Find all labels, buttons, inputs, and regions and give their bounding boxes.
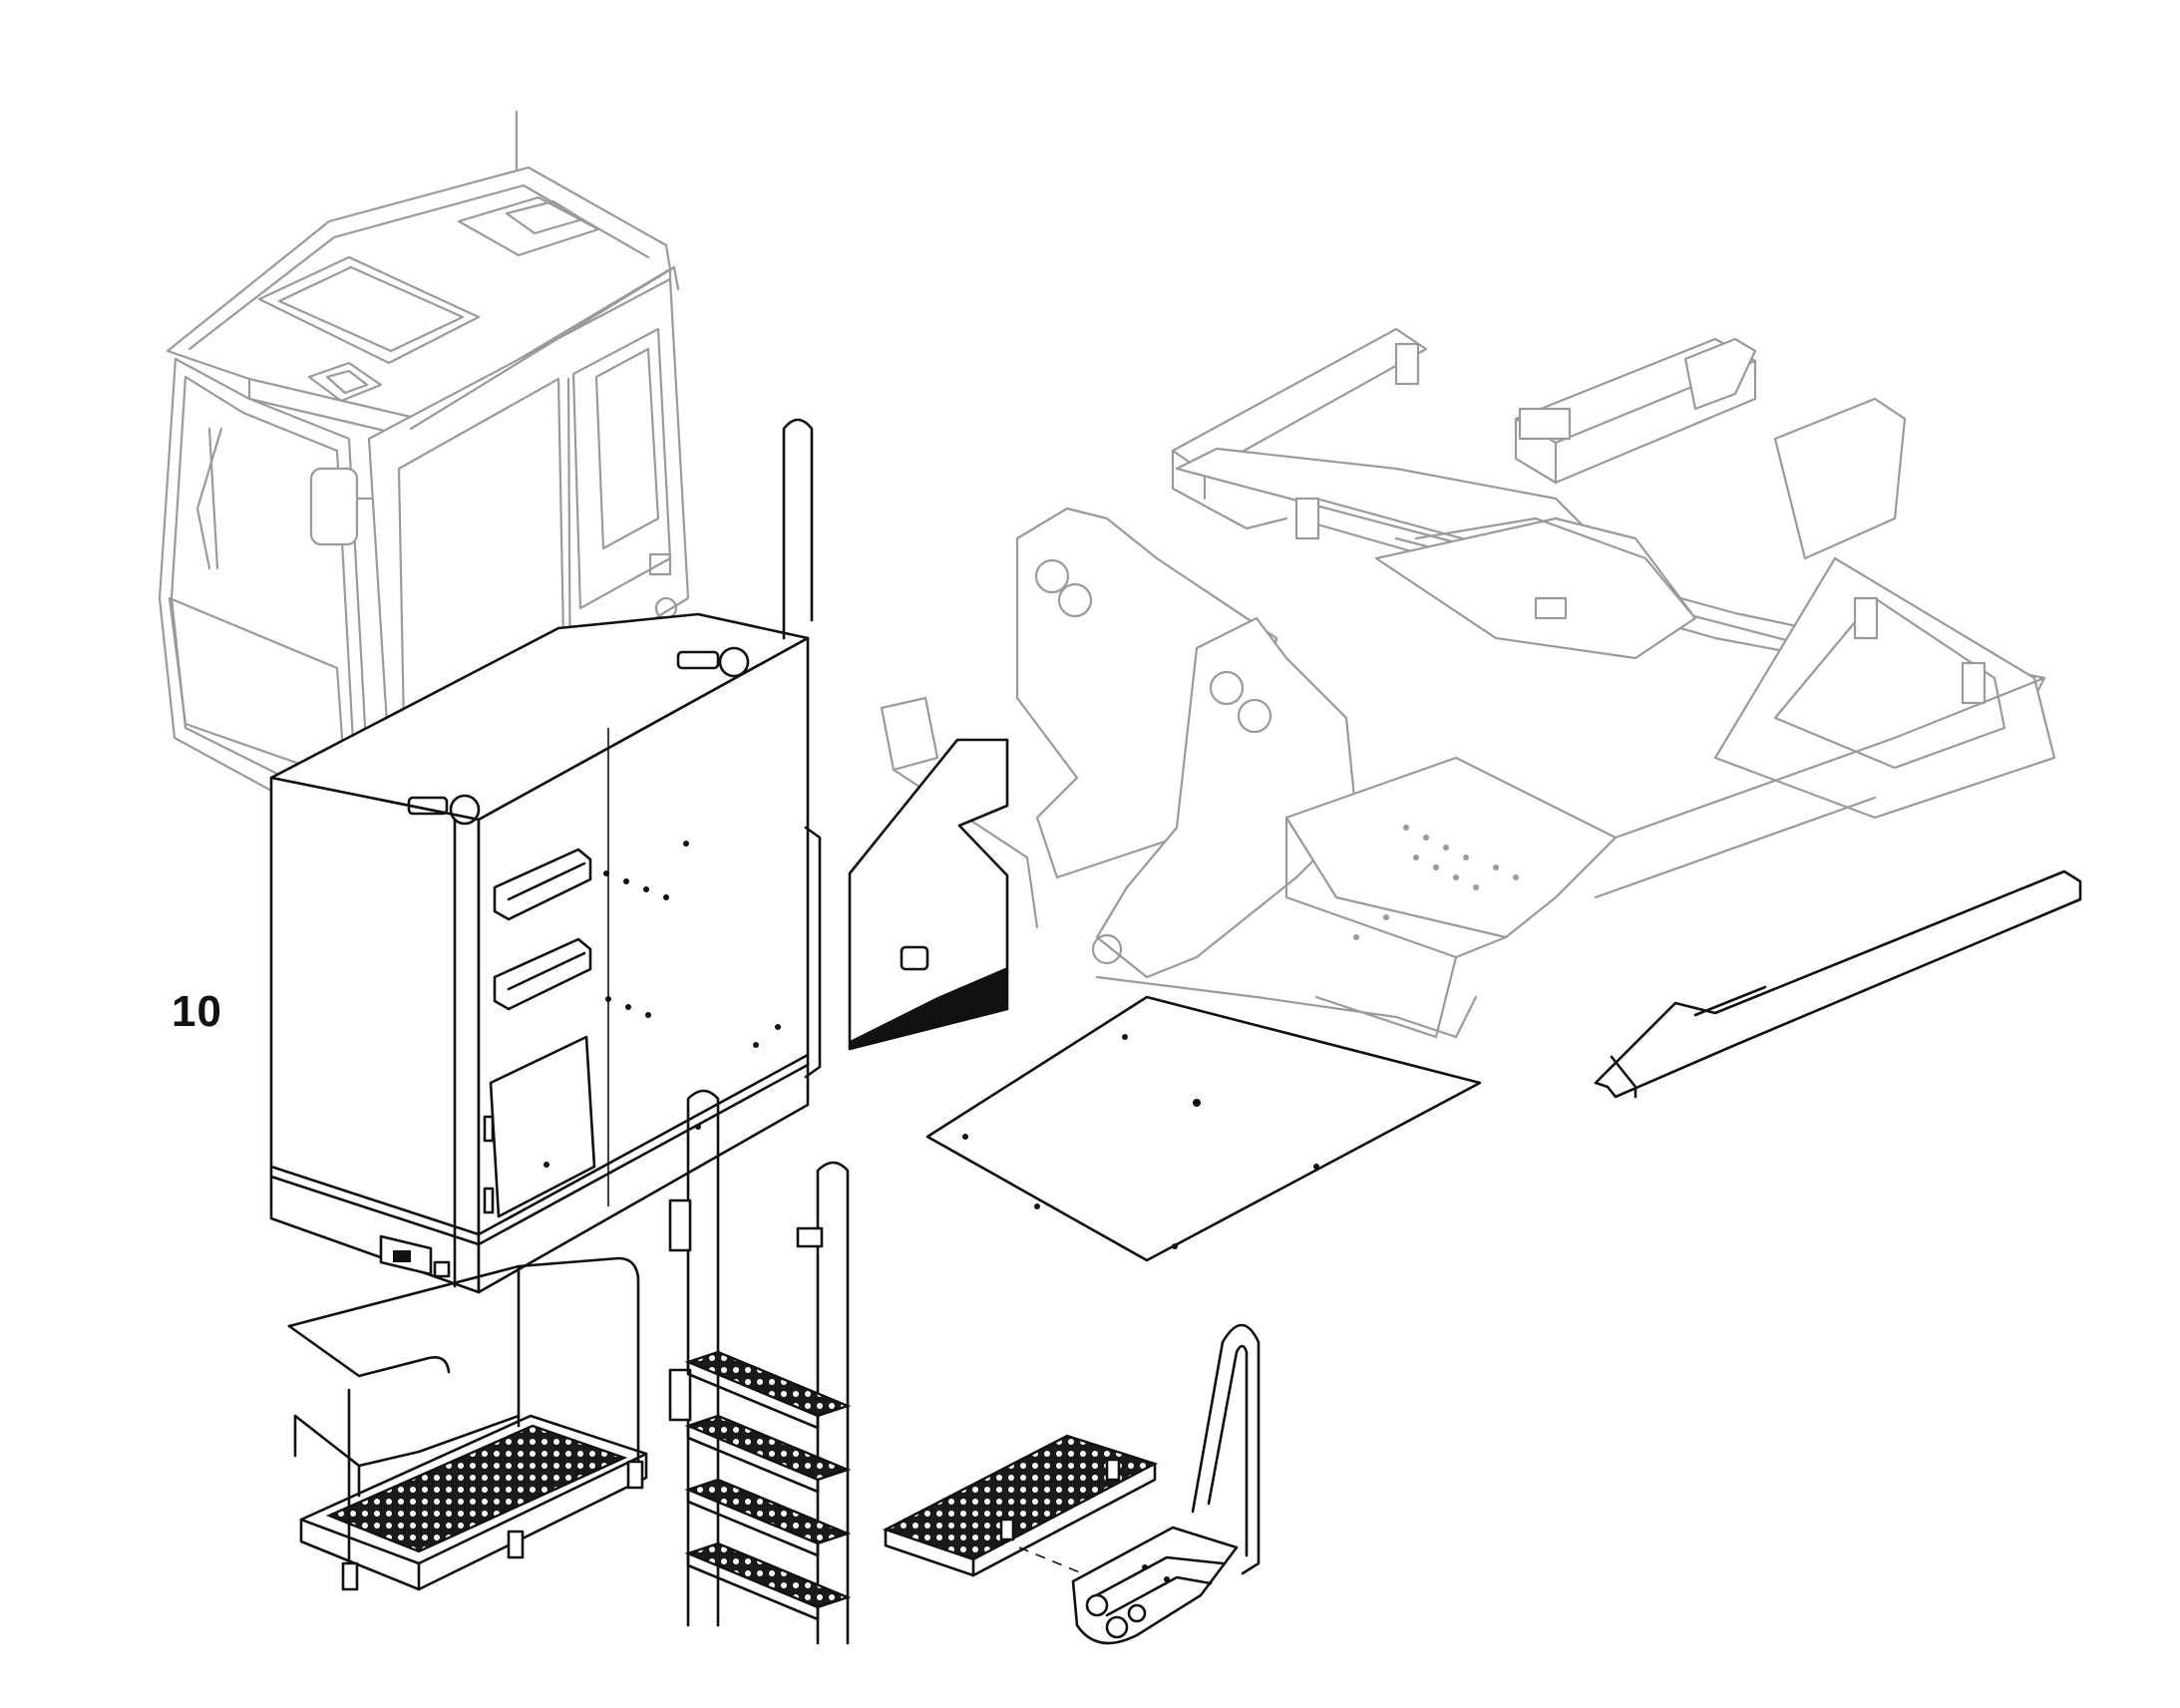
cab-riser <box>269 418 822 1294</box>
step-tread <box>882 1434 1159 1577</box>
step-bracket-with-handrail <box>1071 1323 1261 1645</box>
bottom-plate <box>925 995 1482 1262</box>
operator-cab <box>158 110 690 830</box>
platform-with-railing <box>287 1256 648 1591</box>
side-panel <box>848 738 1009 1051</box>
side-rail <box>1594 869 2082 1099</box>
upper-frame <box>880 327 2056 1039</box>
callout-number: 10 <box>172 987 222 1036</box>
access-ladder <box>668 1089 852 1645</box>
